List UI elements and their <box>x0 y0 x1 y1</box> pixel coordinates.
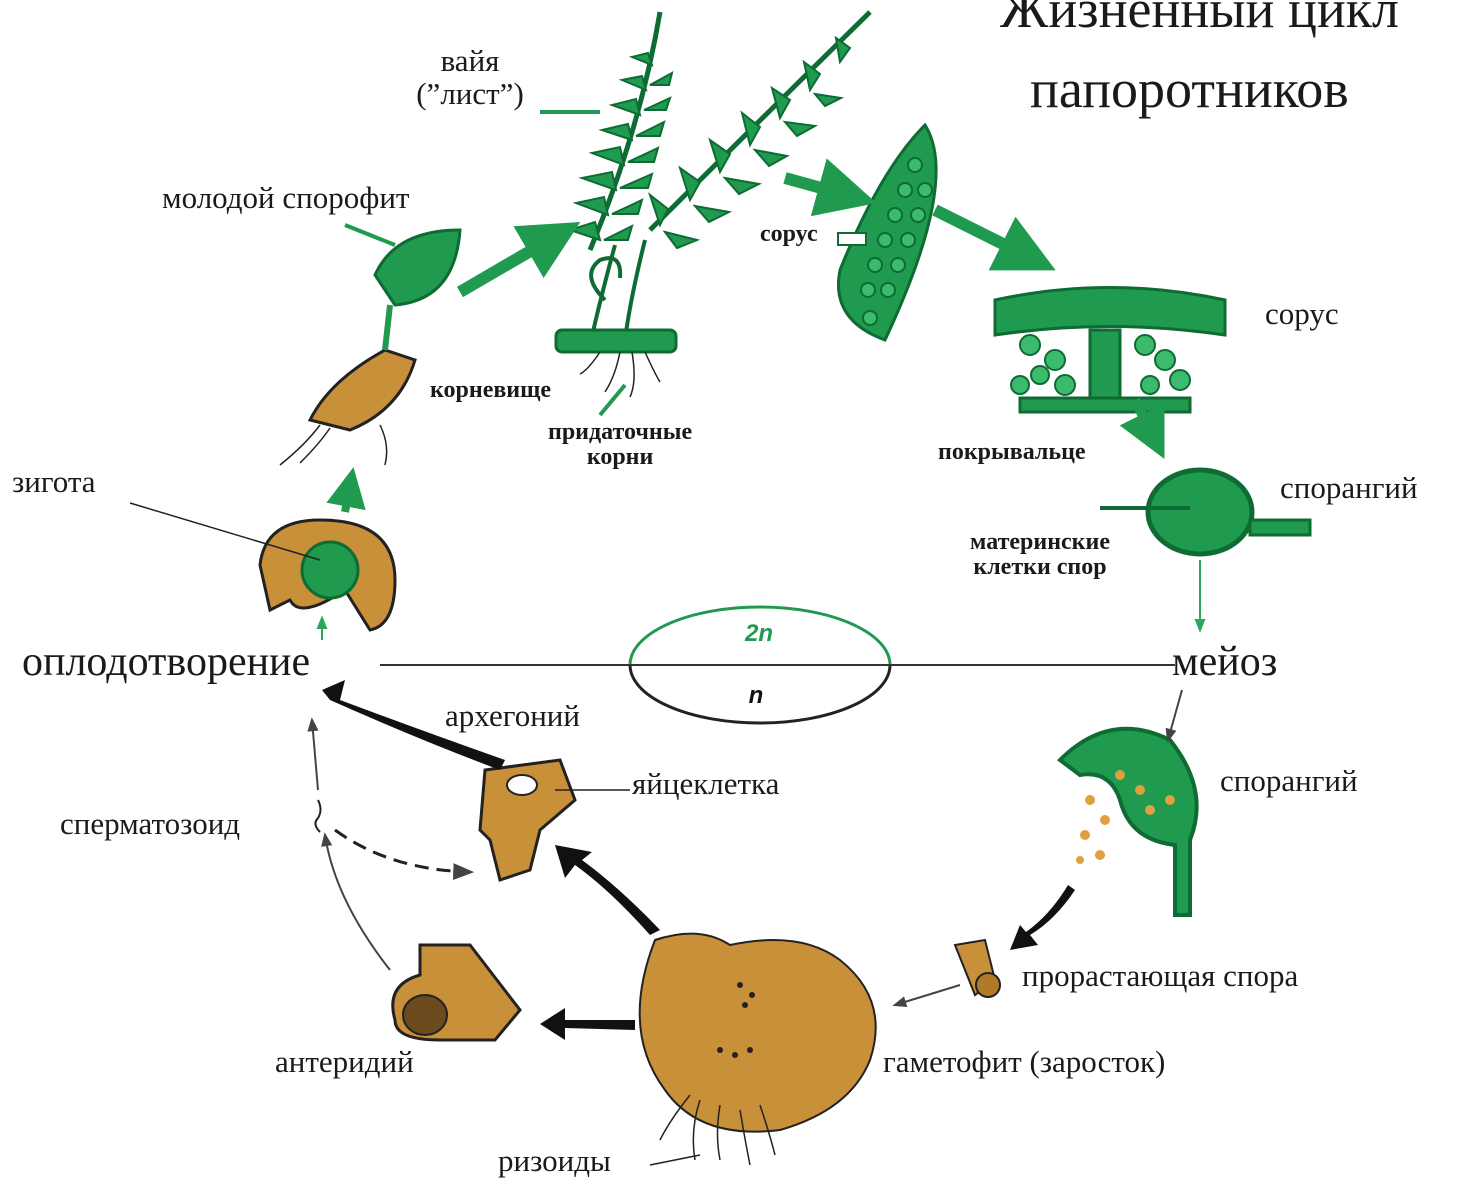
label-rhizome: корневище <box>430 378 551 403</box>
label-frond-line2: (”лист”) <box>395 78 545 111</box>
label-sorus-small: сорус <box>760 222 818 247</box>
arrow-gametophyte-to-antheridium <box>540 1008 635 1040</box>
pinna-with-sori <box>838 125 936 340</box>
label-germinating-spore: прорастающая спора <box>1022 960 1298 993</box>
arrow-meiosis-to-sporangium <box>1168 690 1182 740</box>
germinating-spore-illustration <box>955 940 1000 997</box>
label-gametophyte: гаметофит (заросток) <box>883 1046 1165 1079</box>
label-adventitious-roots: придаточные корни <box>548 420 692 470</box>
ploidy-n: n <box>749 682 764 709</box>
fern-sporophyte-illustration <box>556 12 870 397</box>
arrow-sperm-to-fertilization <box>312 720 318 790</box>
label-mother-cells-line1: материнские <box>950 530 1130 555</box>
arrow-sporangium-to-spore <box>1010 885 1075 950</box>
antheridium-illustration <box>393 945 520 1040</box>
label-mother-cells-line2: клетки спор <box>950 555 1130 580</box>
label-sorus: сорус <box>1265 298 1339 331</box>
label-fertilization: оплодотворение <box>22 640 310 684</box>
label-egg-cell: яйцеклетка <box>632 768 779 801</box>
zygote-illustration <box>260 520 395 630</box>
label-indusium: покрывальце <box>938 440 1086 465</box>
label-frond: вайя (”лист”) <box>395 45 545 110</box>
label-young-sporophyte: молодой спорофит <box>162 182 409 215</box>
title-line-2: папоротников <box>1030 58 1349 120</box>
arrow-spore-to-gametophyte <box>895 985 960 1005</box>
label-meiosis: мейоз <box>1172 640 1277 684</box>
sorus-cross-section <box>995 288 1225 413</box>
sporangium-bottom-illustration <box>1060 729 1197 915</box>
ploidy-2n: 2n <box>744 620 773 647</box>
label-archegonium: архегоний <box>445 700 580 733</box>
label-frond-line1: вайя <box>395 45 545 78</box>
label-antheridium: антеридий <box>275 1046 414 1079</box>
label-zygote: зигота <box>12 466 96 499</box>
arrow-sperm-to-archegonium <box>335 830 470 872</box>
label-sporangium-top: спорангий <box>1280 472 1418 505</box>
label-mother-cells: материнские клетки спор <box>950 530 1130 580</box>
label-sporangium-bottom: спорангий <box>1220 765 1358 798</box>
title-line-1: Жизненный цикл <box>1000 0 1399 40</box>
young-sporophyte-illustration <box>280 230 460 465</box>
label-rhizoids: ризоиды <box>498 1145 611 1178</box>
gametophyte-illustration <box>640 934 876 1165</box>
label-sperm: сперматозоид <box>60 808 240 841</box>
label-adventitious-roots-line2: корни <box>548 445 692 470</box>
arrow-gametophyte-to-archegonium <box>555 845 660 935</box>
sporangium-top-illustration <box>1100 470 1310 554</box>
sperm-illustration <box>315 800 320 832</box>
label-adventitious-roots-line1: придаточные <box>548 420 692 445</box>
